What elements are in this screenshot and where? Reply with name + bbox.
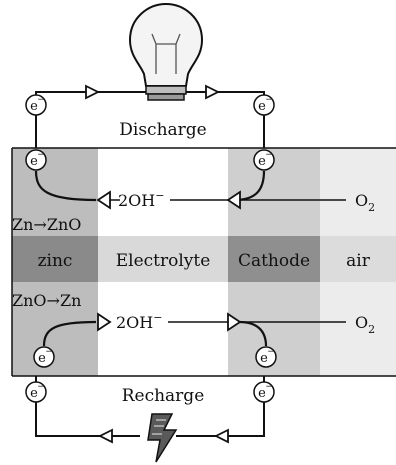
electrolyte-label: Electrolyte bbox=[116, 251, 211, 271]
light-bulb-icon bbox=[128, 2, 204, 101]
cathode-band bbox=[228, 236, 320, 282]
discharge-title: Discharge bbox=[119, 120, 206, 140]
svg-text:−: − bbox=[37, 95, 45, 105]
zinc-label: zinc bbox=[38, 251, 73, 271]
svg-text:e: e bbox=[258, 99, 266, 114]
svg-text:−: − bbox=[45, 347, 53, 357]
recharge-title: Recharge bbox=[122, 386, 205, 406]
discharge-oxygen-label: O2 bbox=[355, 191, 375, 214]
electron-icon: e − bbox=[33, 346, 55, 368]
ion-arrow-icon bbox=[227, 312, 242, 332]
recharge-oxygen-label: O2 bbox=[355, 313, 375, 336]
recharge-reaction-label: ZnO→Zn bbox=[12, 291, 81, 310]
wire-arrow-icon bbox=[97, 428, 113, 444]
electrolyte-band bbox=[98, 236, 228, 282]
ion-arrow-icon bbox=[97, 312, 112, 332]
cathode-label: Cathode bbox=[238, 251, 310, 271]
svg-text:e: e bbox=[30, 386, 38, 401]
electron-icon: e − bbox=[253, 149, 275, 171]
discharge-ion-label: 2OH− bbox=[118, 189, 164, 210]
air-band bbox=[320, 236, 396, 282]
svg-text:e: e bbox=[30, 154, 38, 169]
svg-text:e: e bbox=[260, 351, 268, 366]
svg-text:e: e bbox=[258, 154, 266, 169]
svg-text:e: e bbox=[30, 99, 38, 114]
svg-text:e: e bbox=[38, 351, 46, 366]
discharge-reaction-label: Zn→ZnO bbox=[12, 215, 81, 234]
zinc-electron-path bbox=[34, 170, 97, 202]
svg-text:−: − bbox=[37, 150, 45, 160]
wire-arrow-icon bbox=[213, 428, 229, 444]
svg-text:−: − bbox=[267, 347, 275, 357]
electron-icon: e − bbox=[253, 94, 275, 116]
svg-text:−: − bbox=[265, 95, 273, 105]
svg-text:−: − bbox=[265, 150, 273, 160]
electron-icon: e − bbox=[25, 94, 47, 116]
lightning-bolt-icon bbox=[147, 413, 178, 463]
zinc-band bbox=[12, 236, 98, 282]
svg-text:−: − bbox=[37, 382, 45, 392]
wire-arrow-icon bbox=[85, 84, 101, 100]
wire-arrow-icon bbox=[205, 84, 221, 100]
svg-text:−: − bbox=[265, 382, 273, 392]
electron-icon: e − bbox=[255, 346, 277, 368]
zinc-electron-path bbox=[42, 320, 97, 347]
electron-icon: e − bbox=[25, 381, 47, 403]
electron-icon: e − bbox=[25, 149, 47, 171]
recharge-ion-label: 2OH− bbox=[116, 311, 162, 332]
svg-text:e: e bbox=[258, 386, 266, 401]
electron-icon: e − bbox=[253, 381, 275, 403]
air-label: air bbox=[346, 251, 371, 271]
